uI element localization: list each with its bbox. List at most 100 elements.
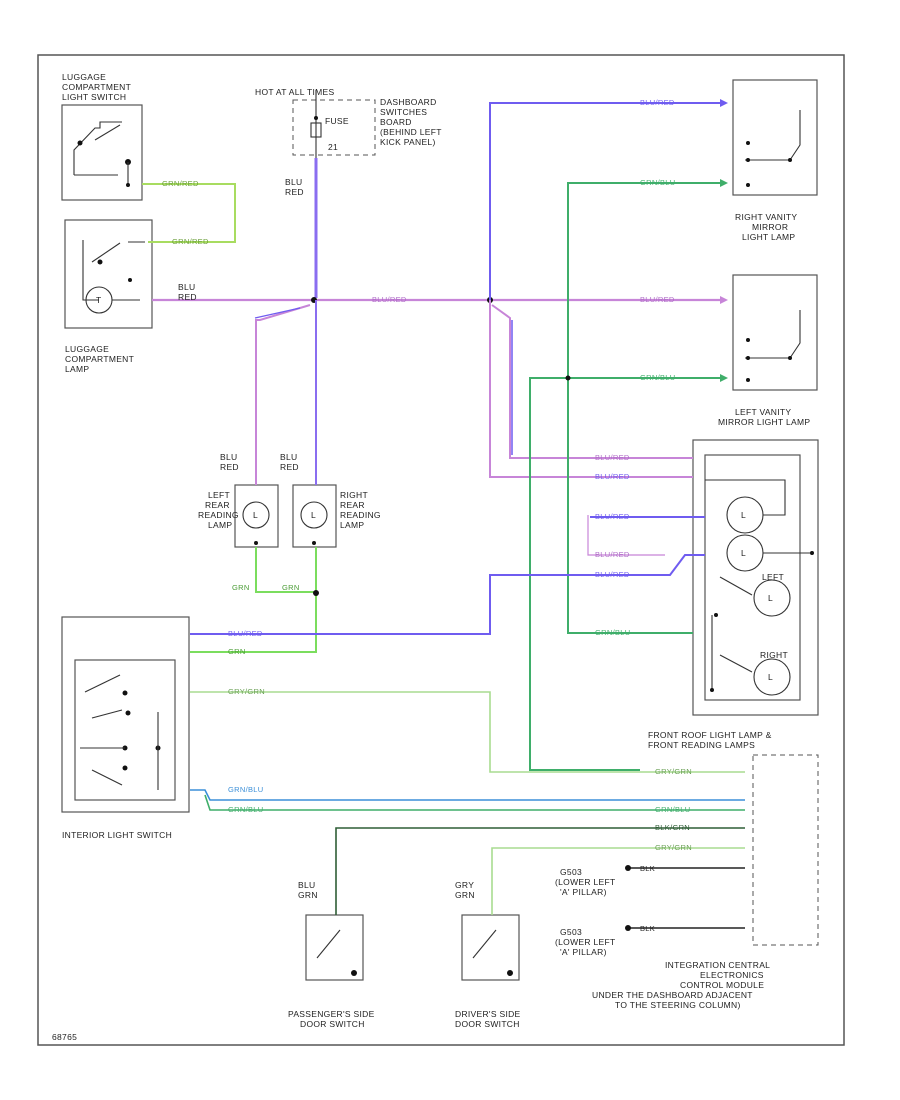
- svg-text:LUGGAGE: LUGGAGE: [62, 72, 106, 82]
- label-luggage-lamp: LUGGAGE COMPARTMENT LAMP: [65, 344, 134, 374]
- svg-text:ELECTRONICS: ELECTRONICS: [700, 970, 764, 980]
- wire-grn-blu-vanity: [567, 182, 720, 634]
- svg-text:L: L: [311, 510, 316, 520]
- wire-blk-grn: [335, 827, 745, 915]
- luggage-compartment-lamp: T: [64, 219, 153, 329]
- svg-text:FRONT ROOF LIGHT LAMP &: FRONT ROOF LIGHT LAMP &: [648, 730, 772, 740]
- right-rear-reading-lamp: L: [292, 484, 337, 548]
- svg-text:TO THE STEERING COLUMN): TO THE STEERING COLUMN): [615, 1000, 741, 1010]
- label-right-rear: RIGHT REAR READING LAMP: [340, 490, 381, 530]
- wl-blu-red-roof3: BLU/RED: [595, 512, 630, 521]
- svg-text:BOARD: BOARD: [380, 117, 412, 127]
- passengers-side-door-switch: [305, 914, 364, 981]
- drivers-side-door-switch: [461, 914, 520, 981]
- wl-blu-red-roof1: BLU/RED: [595, 453, 630, 462]
- label-luggage-switch: LUGGAGE COMPARTMENT LIGHT SWITCH: [62, 72, 131, 102]
- fuse-block: [292, 99, 376, 156]
- wire-blu-red-switch: [190, 554, 705, 635]
- svg-text:RED: RED: [280, 462, 299, 472]
- svg-text:LAMP: LAMP: [340, 520, 364, 530]
- svg-text:LAMP: LAMP: [65, 364, 89, 374]
- label-ground-g503-b: G503 (LOWER LEFT 'A' PILLAR): [555, 927, 615, 957]
- svg-text:BLU: BLU: [220, 452, 237, 462]
- svg-text:READING: READING: [340, 510, 381, 520]
- wire-grn-blu-switch: [190, 789, 745, 801]
- svg-text:DOOR SWITCH: DOOR SWITCH: [455, 1019, 520, 1029]
- wl-blu-red-right: BLU/RED: [640, 295, 675, 304]
- label-blu-red-lamp: BLU RED: [178, 282, 197, 302]
- luggage-compartment-light-switch: [61, 104, 143, 201]
- svg-text:(LOWER LEFT: (LOWER LEFT: [555, 877, 615, 887]
- wire-grn-rear: [255, 547, 316, 593]
- svg-text:T: T: [96, 295, 102, 305]
- label-driver-switch: DRIVER'S SIDE DOOR SWITCH: [455, 1009, 521, 1029]
- svg-text:REAR: REAR: [340, 500, 365, 510]
- wl-blk-2: BLK: [640, 924, 655, 933]
- svg-text:BLU: BLU: [280, 452, 297, 462]
- svg-text:L: L: [741, 548, 746, 558]
- wire-grn-red: [142, 183, 236, 243]
- wl-blu-red-roof2: BLU/RED: [595, 472, 630, 481]
- wire-gry-grn-door: [491, 847, 745, 915]
- svg-text:L: L: [253, 510, 258, 520]
- svg-text:COMPARTMENT: COMPARTMENT: [62, 82, 131, 92]
- label-front-roof: FRONT ROOF LIGHT LAMP & FRONT READING LA…: [648, 730, 772, 750]
- svg-text:'A' PILLAR): 'A' PILLAR): [560, 947, 607, 957]
- label-gry-grn-driver: GRY GRN: [455, 880, 475, 900]
- svg-text:RIGHT: RIGHT: [340, 490, 368, 500]
- svg-text:KICK PANEL): KICK PANEL): [380, 137, 436, 147]
- svg-text:L: L: [768, 672, 773, 682]
- svg-text:LEFT: LEFT: [208, 490, 230, 500]
- svg-text:L: L: [768, 593, 773, 603]
- svg-text:G503: G503: [560, 867, 582, 877]
- wire-blu-red-roof2: [491, 304, 693, 459]
- wl-grn-blu-vanity: GRN/BLU: [640, 178, 675, 187]
- wl-blu-red-roof5: BLU/RED: [595, 570, 630, 579]
- label-right-lamp: RIGHT: [760, 650, 788, 660]
- svg-text:DOOR SWITCH: DOOR SWITCH: [300, 1019, 365, 1029]
- svg-text:DRIVER'S SIDE: DRIVER'S SIDE: [455, 1009, 521, 1019]
- label-icem: INTEGRATION CENTRAL ELECTRONICS CONTROL …: [592, 960, 770, 1010]
- svg-text:SWITCHES: SWITCHES: [380, 107, 427, 117]
- svg-text:RED: RED: [220, 462, 239, 472]
- svg-text:DASHBOARD: DASHBOARD: [380, 97, 437, 107]
- svg-text:LUGGAGE: LUGGAGE: [65, 344, 109, 354]
- label-hot-power: HOT AT ALL TIMES: [255, 87, 334, 97]
- svg-text:BLU: BLU: [298, 880, 315, 890]
- svg-text:REAR: REAR: [205, 500, 230, 510]
- interior-light-switch: [61, 616, 190, 813]
- svg-text:READING: READING: [198, 510, 239, 520]
- wl-blu-red-switch: BLU/RED: [228, 629, 263, 638]
- wl-grn-red-1: GRN/RED: [162, 179, 199, 188]
- svg-text:LIGHT LAMP: LIGHT LAMP: [742, 232, 795, 242]
- wl-gry-grn-icem: GRY/GRN: [655, 767, 692, 776]
- label-interior-switch: INTERIOR LIGHT SWITCH: [62, 830, 172, 840]
- wl-blu-red-roof4: BLU/RED: [595, 550, 630, 559]
- wl-blk-grn-icem: BLK/GRN: [655, 823, 690, 832]
- label-code: 68765: [52, 1032, 77, 1042]
- label-fuse-block: DASHBOARD SWITCHES BOARD (BEHIND LEFT KI…: [380, 97, 441, 147]
- wire-blu-red-roof1: [489, 300, 693, 478]
- svg-text:LIGHT SWITCH: LIGHT SWITCH: [62, 92, 126, 102]
- svg-text:(LOWER LEFT: (LOWER LEFT: [555, 937, 615, 947]
- svg-text:RED: RED: [178, 292, 197, 302]
- label-blu-grn-pass: BLU GRN: [298, 880, 317, 900]
- front-roof-light-and-reading-lamps: L L L L: [692, 439, 819, 716]
- wire-blu-red-vanity: [489, 102, 720, 300]
- wl-gry-grn-icem2: GRY/GRN: [655, 843, 692, 852]
- svg-text:MIRROR: MIRROR: [752, 222, 788, 232]
- wl-grn-1: GRN: [232, 583, 250, 592]
- left-rear-reading-lamp: L: [234, 484, 279, 548]
- label-blu-red-fuse: BLU RED: [285, 177, 304, 197]
- label-right-vanity: RIGHT VANITY MIRROR LIGHT LAMP: [735, 212, 797, 242]
- label-ground-g503-a: G503 (LOWER LEFT 'A' PILLAR): [555, 867, 615, 897]
- svg-text:INTEGRATION CENTRAL: INTEGRATION CENTRAL: [665, 960, 770, 970]
- label-left-lamp: LEFT: [762, 572, 784, 582]
- wl-grn-red-2: GRN/RED: [172, 237, 209, 246]
- label-fuse: FUSE: [325, 116, 349, 126]
- wl-grn-blu-left: GRN/BLU: [640, 373, 675, 382]
- svg-text:GRY: GRY: [455, 880, 474, 890]
- svg-text:GRN: GRN: [455, 890, 475, 900]
- label-left-rear: LEFT REAR READING LAMP: [198, 490, 239, 530]
- label-blu-red-rear-right: BLU RED: [280, 452, 299, 472]
